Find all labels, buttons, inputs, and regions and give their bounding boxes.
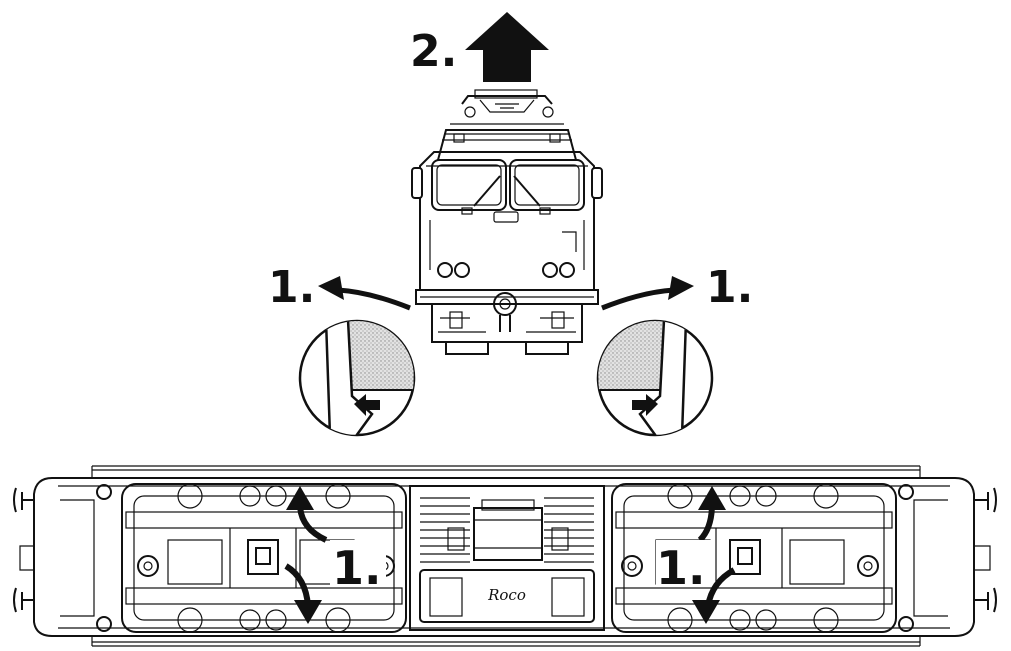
step-2-label: 2. [410,26,457,77]
central-underframe [409,485,605,631]
spread-left-arrow [318,276,411,311]
push-arrow-right-icon [632,394,658,416]
detail-circle-left [298,319,416,437]
detail-circle-right [596,319,714,437]
locomotive-underside-view: Roco [13,465,997,647]
spread-right-arrow [601,276,694,311]
bogie-right-rotate-down-arrow [692,567,736,624]
bogie-right-rotate-up-arrow [697,486,726,543]
push-arrow-left-icon [354,394,380,416]
bogie-left-rotate-down-arrow [284,563,322,624]
roco-logo: Roco [487,586,526,604]
locomotive-front-view [411,89,603,355]
step-1-right-label: 1. [706,262,753,313]
label-backdrop-right [656,540,712,586]
bogie-left [121,483,407,633]
lift-up-arrow [465,12,549,82]
bogie-left-rotate-up-arrow [286,486,328,543]
step-1-left-label: 1. [268,262,315,313]
bogie-right-step-label: 1. [656,541,705,595]
bogie-left-step-label: 1. [332,541,381,595]
label-backdrop-left [330,540,386,586]
bogie-right [611,483,897,633]
